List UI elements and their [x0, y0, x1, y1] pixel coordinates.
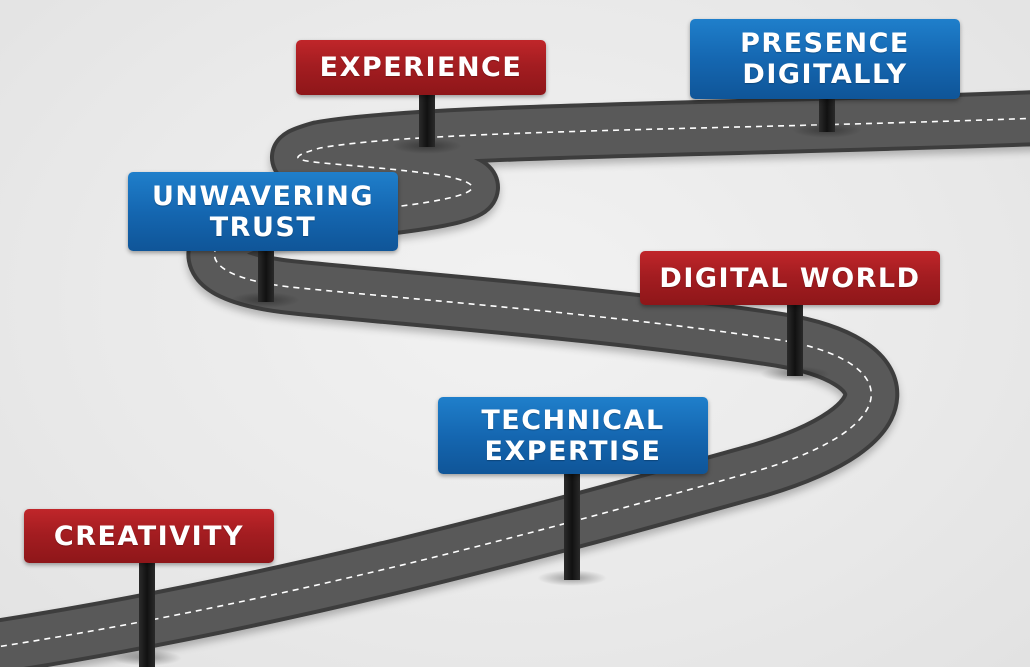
- sign-creativity: CREATIVITY: [24, 509, 274, 563]
- signpost-pole: [787, 302, 803, 376]
- sign-technical-expertise-line-2: EXPERTISE: [484, 435, 662, 467]
- sign-presence-digitally-line-2: DIGITALLY: [742, 59, 908, 90]
- sign-unwavering-trust: UNWAVERING TRUST: [128, 172, 398, 251]
- signpost-pole: [819, 96, 835, 132]
- sign-technical-expertise: TECHNICAL EXPERTISE: [438, 397, 708, 474]
- sign-unwavering-trust-line-1: UNWAVERING: [151, 180, 375, 212]
- signpost-pole: [564, 472, 580, 580]
- sign-digital-world: DIGITAL WORLD: [640, 251, 940, 305]
- signpost-pole: [258, 248, 274, 302]
- signpost-pole: [139, 560, 155, 667]
- signpost-pole: [419, 92, 435, 147]
- road-center-dashes: [0, 117, 1030, 648]
- sign-unwavering-trust-line-2: TRUST: [209, 211, 317, 243]
- sign-technical-expertise-line-1: TECHNICAL: [481, 404, 665, 436]
- sign-creativity-line-1: CREATIVITY: [53, 520, 245, 552]
- sign-experience-line-1: EXPERIENCE: [319, 52, 523, 83]
- sign-experience: EXPERIENCE: [296, 40, 546, 95]
- sign-presence-digitally-line-1: PRESENCE: [740, 28, 910, 59]
- sign-digital-world-line-1: DIGITAL WORLD: [659, 262, 921, 294]
- sign-presence-digitally: PRESENCE DIGITALLY: [690, 19, 960, 99]
